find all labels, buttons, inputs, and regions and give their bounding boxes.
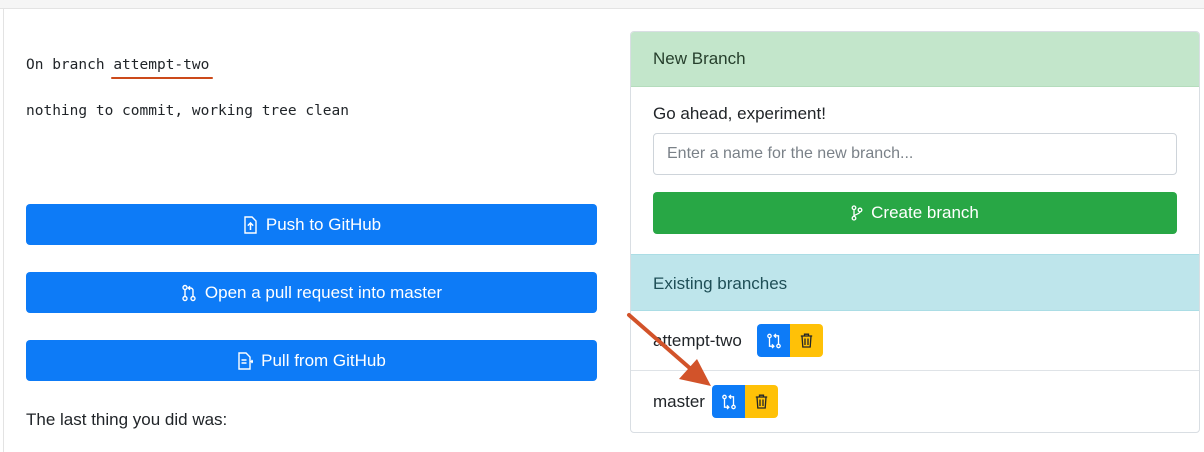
push-label: Push to GitHub — [265, 214, 382, 234]
left-edge-border — [3, 9, 4, 452]
pull-request-label: Open a pull request into master — [204, 282, 443, 302]
create-branch-label: Create branch — [871, 203, 979, 222]
branch-status: On branch attempt-two — [26, 57, 214, 79]
switch-branch-button[interactable] — [757, 324, 790, 357]
branch-row: attempt-two — [631, 310, 1199, 371]
switch-branch-icon — [721, 393, 736, 410]
current-branch-text: attempt-two — [113, 57, 210, 73]
last-action-label: The last thing you did was: — [26, 410, 228, 429]
pull-button[interactable]: Pull from GitHub — [26, 340, 597, 381]
switch-branch-button[interactable] — [712, 385, 745, 418]
switch-branch-icon — [766, 332, 781, 349]
on-branch-prefix: On branch — [26, 57, 105, 73]
branches-card: New Branch Go ahead, experiment! Create … — [630, 31, 1200, 433]
pull-label: Pull from GitHub — [261, 350, 386, 370]
branch-name: master — [653, 392, 705, 411]
pull-request-button[interactable]: Open a pull request into master — [26, 272, 597, 313]
upload-icon — [244, 215, 257, 234]
git-branch-icon — [851, 205, 863, 221]
delete-branch-button[interactable] — [790, 324, 823, 357]
push-button[interactable]: Push to GitHub — [26, 204, 597, 245]
branch-name: attempt-two — [653, 331, 742, 350]
new-branch-title: New Branch — [653, 49, 746, 68]
branch-highlight-underline — [111, 77, 214, 79]
download-icon — [238, 351, 254, 370]
existing-branches-title: Existing branches — [653, 274, 788, 293]
branch-row: master — [631, 371, 1199, 432]
branch-actions — [757, 324, 823, 357]
delete-branch-button[interactable] — [745, 385, 778, 418]
trash-icon — [800, 333, 813, 348]
current-branch-name: attempt-two — [111, 57, 214, 79]
branch-actions — [712, 385, 778, 418]
create-branch-button[interactable]: Create branch — [653, 192, 1177, 234]
new-branch-header: New Branch — [631, 32, 1199, 87]
pull-request-icon — [182, 284, 196, 301]
existing-branches-header: Existing branches — [631, 254, 1199, 311]
new-branch-prompt: Go ahead, experiment! — [653, 104, 826, 123]
trash-icon — [755, 394, 768, 409]
working-tree-status: nothing to commit, working tree clean — [26, 103, 350, 119]
new-branch-name-input[interactable] — [653, 133, 1177, 175]
top-bar — [0, 0, 1204, 9]
